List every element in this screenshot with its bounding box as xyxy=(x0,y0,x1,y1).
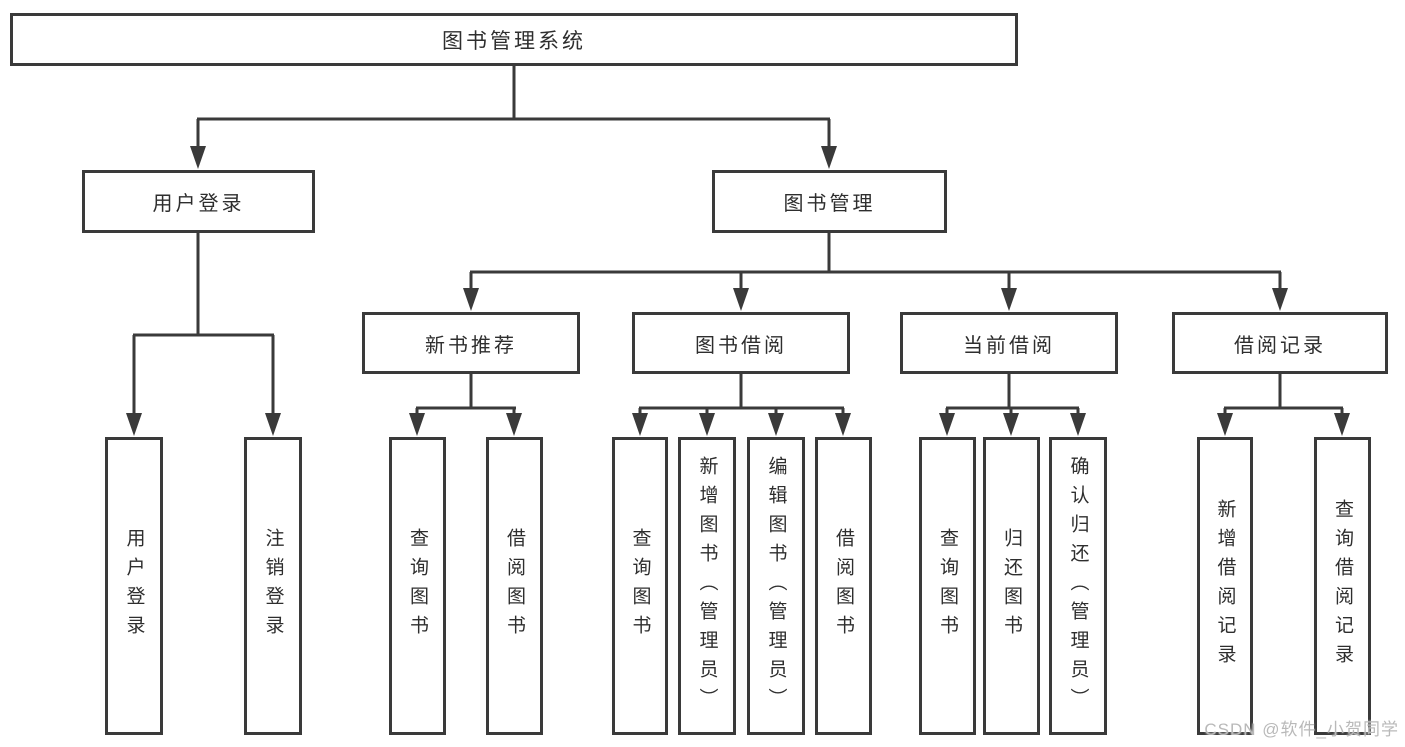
edges-book-management xyxy=(463,233,1288,311)
arrow-down-icon xyxy=(768,413,784,436)
node-user-login-label: 用户登录 xyxy=(152,193,245,215)
arrow-down-icon xyxy=(733,288,749,311)
arrow-down-icon xyxy=(1003,413,1019,436)
csdn-watermark: CSDN @软件_小贺同学 xyxy=(1204,720,1399,739)
arrow-down-icon xyxy=(1334,413,1350,436)
leaf-query-book-3-label: 查询图书 xyxy=(937,528,958,644)
leaf-logout: 注销登录 xyxy=(244,437,302,735)
node-book-management-label: 图书管理 xyxy=(783,193,876,215)
leaf-query-borrow-record-label: 查询借阅记录 xyxy=(1332,499,1353,673)
leaf-confirm-return-admin: 确认归还（管理员） xyxy=(1049,437,1107,735)
leaf-query-book-1: 查询图书 xyxy=(389,437,446,735)
leaf-borrow-book-1: 借阅图书 xyxy=(486,437,543,735)
leaf-add-borrow-record-label: 新增借阅记录 xyxy=(1214,499,1236,673)
leaf-user-login-label: 用户登录 xyxy=(123,528,145,644)
node-current-borrow-label: 当前借阅 xyxy=(963,334,1055,357)
node-borrow-record: 借阅记录 xyxy=(1172,312,1388,374)
arrow-down-icon xyxy=(265,413,281,436)
leaf-user-login: 用户登录 xyxy=(105,437,163,735)
arrow-down-icon xyxy=(1070,413,1086,436)
leaf-return-book: 归还图书 xyxy=(983,437,1040,735)
node-new-book-recommend-label: 新书推荐 xyxy=(425,334,517,357)
arrow-down-icon xyxy=(126,413,142,436)
node-borrow-record-label: 借阅记录 xyxy=(1234,334,1326,357)
arrow-down-icon xyxy=(835,413,851,436)
edges-book-borrow xyxy=(632,374,851,436)
edges-user-login xyxy=(126,233,281,436)
node-system-root: 图书管理系统 xyxy=(10,13,1018,66)
arrow-down-icon xyxy=(1001,288,1017,311)
arrow-down-icon xyxy=(699,413,715,436)
edges-borrow-record xyxy=(1217,374,1350,436)
leaf-query-borrow-record: 查询借阅记录 xyxy=(1314,437,1371,735)
node-user-login: 用户登录 xyxy=(82,170,315,233)
node-book-borrow: 图书借阅 xyxy=(632,312,850,374)
leaf-logout-label: 注销登录 xyxy=(262,528,284,644)
arrow-down-icon xyxy=(1217,413,1233,436)
arrow-down-icon xyxy=(409,413,425,436)
arrow-down-icon xyxy=(190,146,206,169)
leaf-return-book-label: 归还图书 xyxy=(1001,528,1022,644)
leaf-borrow-book-1-label: 借阅图书 xyxy=(504,528,525,644)
edges-current-borrow xyxy=(939,374,1086,436)
node-current-borrow: 当前借阅 xyxy=(900,312,1118,374)
edges-root xyxy=(190,66,837,169)
leaf-confirm-return-admin-label: 确认归还（管理员） xyxy=(1067,455,1089,717)
leaf-edit-book-admin: 编辑图书（管理员） xyxy=(747,437,805,735)
arrow-down-icon xyxy=(939,413,955,436)
arrow-down-icon xyxy=(1272,288,1288,311)
leaf-query-book-3: 查询图书 xyxy=(919,437,976,735)
arrow-down-icon xyxy=(463,288,479,311)
leaf-query-book-2: 查询图书 xyxy=(612,437,668,735)
arrow-down-icon xyxy=(632,413,648,436)
leaf-borrow-book-2-label: 借阅图书 xyxy=(833,528,854,644)
leaf-add-book-admin-label: 新增图书（管理员） xyxy=(696,455,718,717)
arrow-down-icon xyxy=(821,146,837,169)
leaf-add-borrow-record: 新增借阅记录 xyxy=(1197,437,1253,735)
node-new-book-recommend: 新书推荐 xyxy=(362,312,580,374)
leaf-query-book-1-label: 查询图书 xyxy=(407,528,428,644)
node-book-borrow-label: 图书借阅 xyxy=(695,334,787,357)
leaf-edit-book-admin-label: 编辑图书（管理员） xyxy=(765,455,787,717)
edges-new-book-recommend xyxy=(409,374,522,436)
leaf-borrow-book-2: 借阅图书 xyxy=(815,437,872,735)
leaf-query-book-2-label: 查询图书 xyxy=(629,528,651,644)
leaf-add-book-admin: 新增图书（管理员） xyxy=(678,437,736,735)
arrow-down-icon xyxy=(506,413,522,436)
node-book-management: 图书管理 xyxy=(712,170,947,233)
node-system-root-label: 图书管理系统 xyxy=(442,29,586,53)
